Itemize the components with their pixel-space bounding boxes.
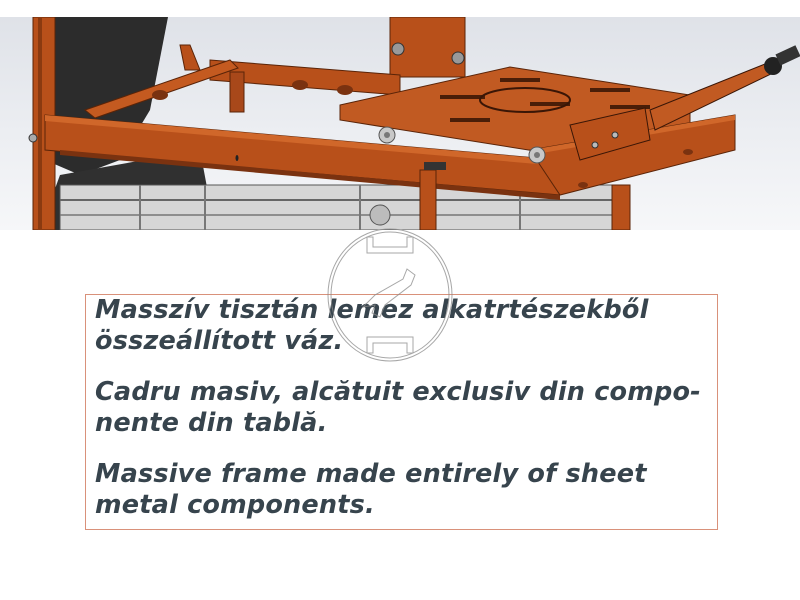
description-english: Massive frame made entirely of sheet met…: [95, 459, 715, 521]
description-hungarian: Masszív tisztán lemez alkatrtészekből ös…: [95, 295, 715, 357]
description-line: metal components.: [95, 490, 375, 520]
description-line: Masszív tisztán lemez alkatrtészekből: [95, 295, 649, 325]
description-romanian: Cadru masiv, alcătuit exclusiv din compo…: [95, 377, 715, 439]
description-line: nente din tablă.: [95, 408, 328, 438]
description-line: összeállított váz.: [95, 326, 344, 356]
product-image: [0, 17, 800, 230]
description-box: Masszív tisztán lemez alkatrtészekből ös…: [85, 294, 718, 530]
description-line: Cadru masiv, alcătuit exclusiv din compo…: [95, 377, 701, 407]
frame-illustration: [28, 17, 800, 230]
description-line: Massive frame made entirely of sheet: [95, 459, 647, 489]
